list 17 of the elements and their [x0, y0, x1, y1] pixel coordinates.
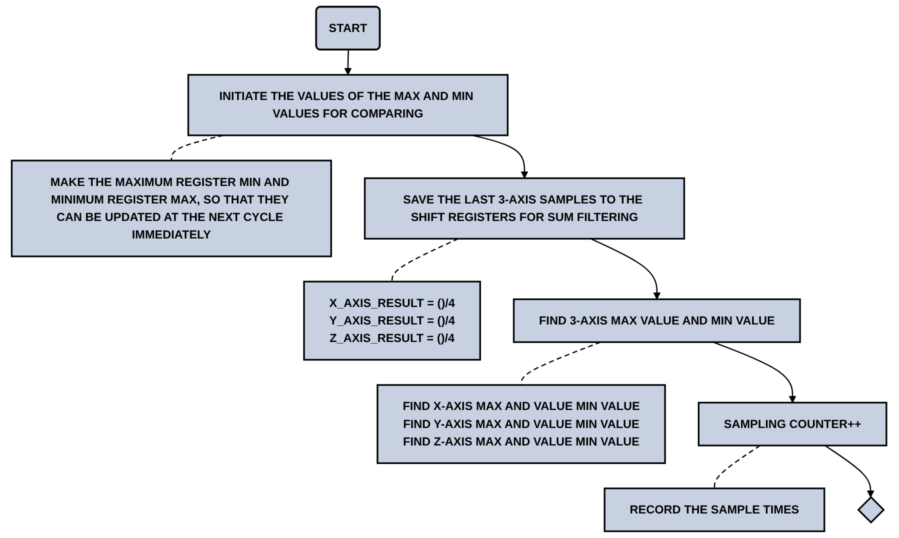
node-box: INITIATE THE VALUES OF THE MAX AND MIN VALUES FOR COMPARING	[188, 74, 509, 136]
connector	[171, 134, 224, 161]
arrow	[590, 238, 662, 300]
node-box: RECORD THE SAMPLE TIMES	[604, 488, 826, 532]
arrow	[344, 50, 352, 76]
node-diamond	[858, 496, 886, 524]
node-box: FIND 3-AXIS MAX VALUE AND MIN VALUE	[513, 298, 802, 343]
arrow	[824, 445, 875, 498]
node-box: MAKE THE MAXIMUM REGISTER MIN AND MINIMUM REGISTER MAX, SO THAT THEY CAN BE UPDATED AT THE NEXT CYCLE IMMEDIATELY	[11, 160, 332, 258]
arrow	[713, 342, 797, 403]
arrow	[472, 134, 529, 179]
node-box: SAMPLING COUNTER++	[698, 402, 888, 446]
connector	[714, 445, 761, 488]
node-box: SAVE THE LAST 3-AXIS SAMPLES TO THE SHIFT REGISTERS FOR SUM FILTERING	[364, 177, 686, 240]
node-box: X_AXIS_RESULT = ()/4 Y_AXIS_RESULT = ()/4 Z_AXIS_RESULT = ()/4	[304, 280, 482, 361]
connector	[392, 238, 459, 282]
node-box: FIND X-AXIS MAX AND VALUE MIN VALUE FIND Y-AXIS MAX AND VALUE MIN VALUE FIND Z-AXIS MAX AND VALUE MIN VALUE	[377, 384, 666, 464]
